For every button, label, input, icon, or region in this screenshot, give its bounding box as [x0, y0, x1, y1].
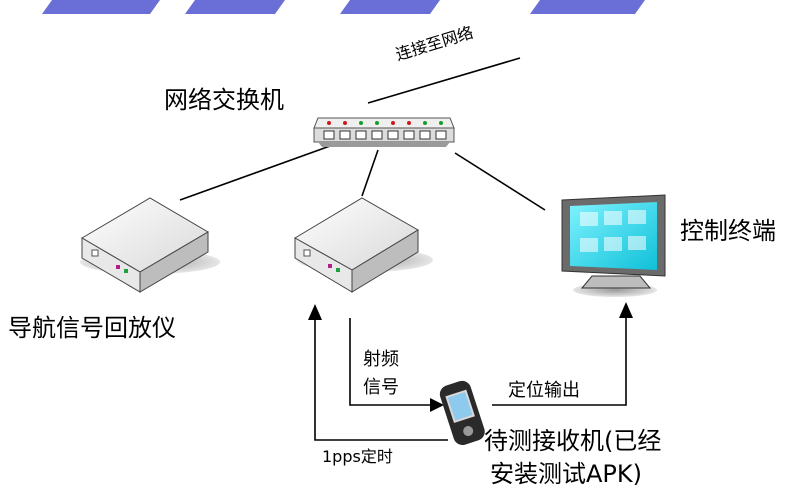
rf-arrowhead [430, 398, 444, 412]
positioning-output-line [492, 318, 627, 406]
signal-player-icon [80, 197, 220, 293]
monitor-icon [561, 194, 666, 297]
output-arrowhead [619, 302, 633, 318]
positioning-output-label: 定位输出 [508, 380, 580, 401]
line-switch-to-player [179, 145, 331, 201]
receiver-label-line1: 待测接收机(已经 [484, 427, 662, 455]
handheld-receiver-icon [439, 380, 485, 446]
line-switch-to-terminal [454, 152, 546, 211]
rf-signal-label-line1: 射频 [363, 349, 399, 370]
pps-arrowhead [308, 304, 322, 320]
switch-label: 网络交换机 [164, 86, 284, 114]
top-banner [42, 0, 645, 14]
network-switch-icon [313, 117, 455, 147]
signal-generator-icon [294, 197, 433, 293]
receiver-label-line2: 安装测试APK) [490, 460, 642, 488]
pps-timing-label: 1pps定时 [322, 447, 393, 466]
navigation-player-label: 导航信号回放仪 [8, 314, 176, 342]
control-terminal-label: 控制终端 [680, 217, 776, 245]
line-switch-to-generator [361, 149, 379, 197]
arrowheads [308, 302, 633, 412]
rf-signal-line [349, 318, 432, 406]
connection-lines [179, 57, 627, 441]
rf-signal-label-line2: 信号 [363, 377, 399, 398]
network-link-line [367, 57, 521, 104]
pps-timing-line [314, 316, 448, 441]
